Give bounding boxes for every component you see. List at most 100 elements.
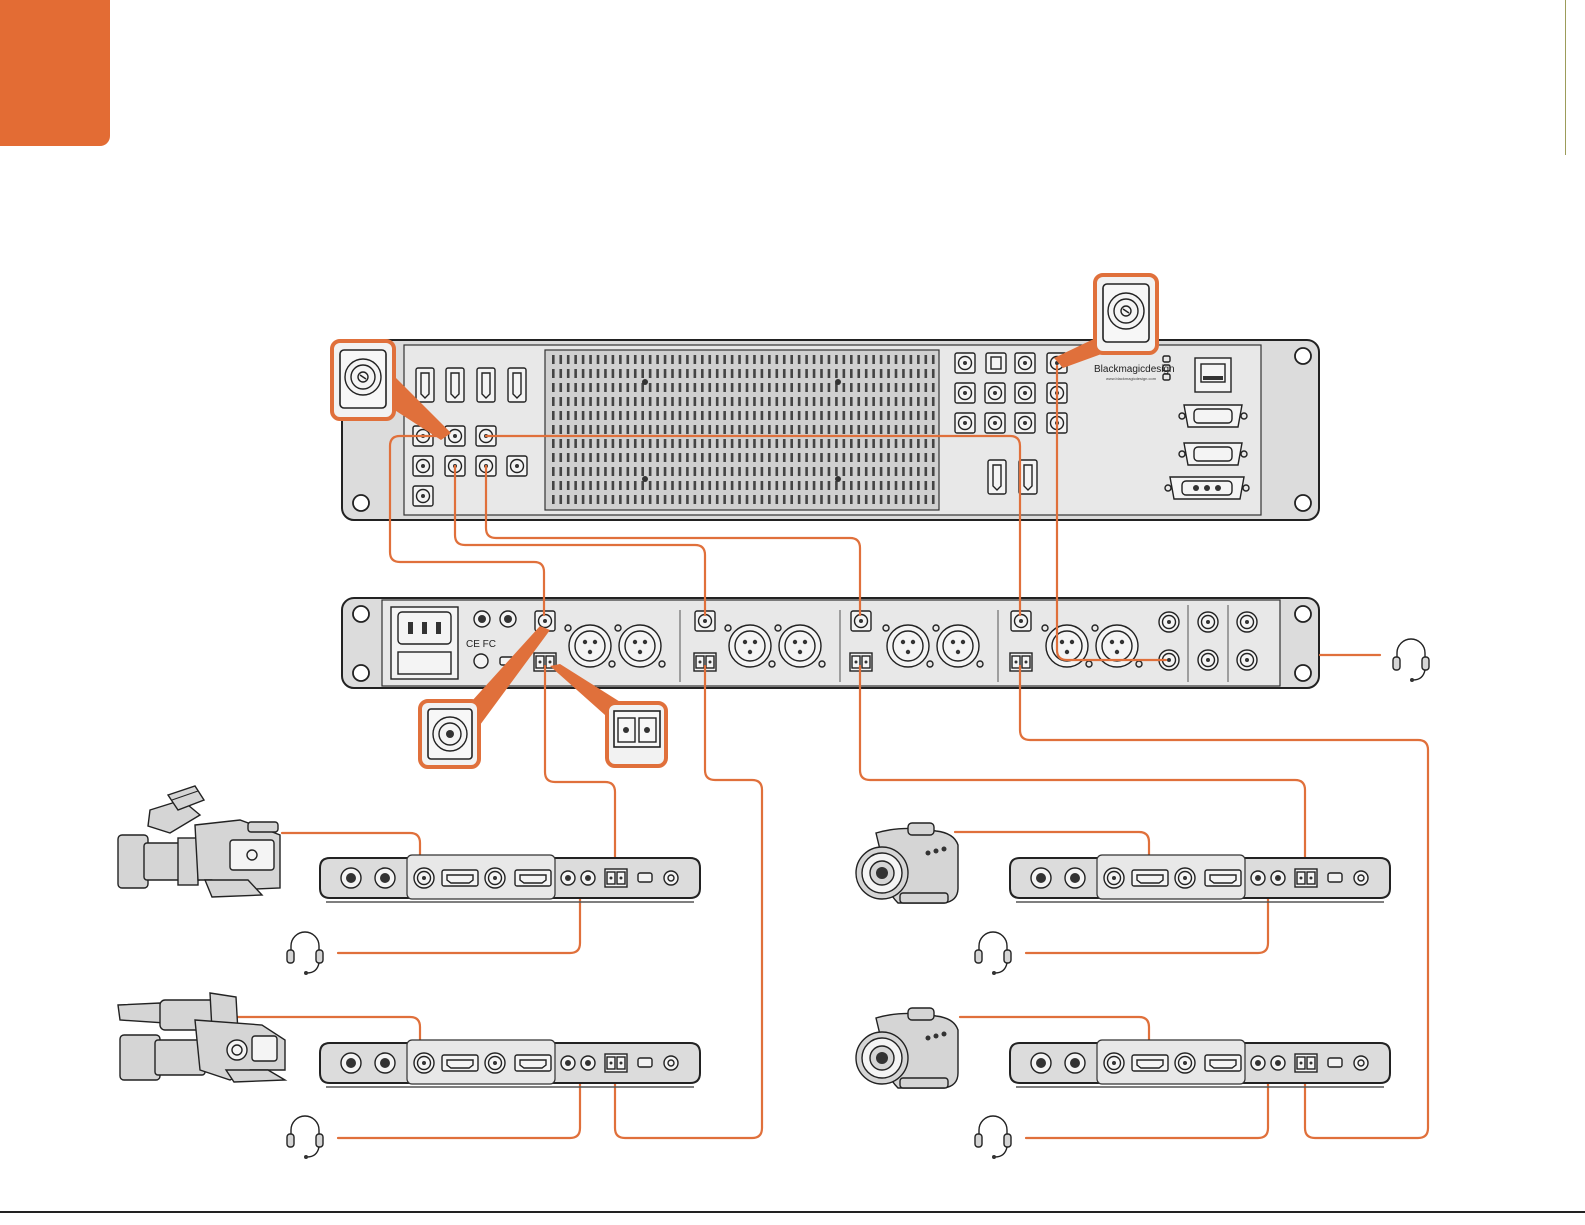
vent-slot bbox=[679, 467, 682, 476]
vent-slot bbox=[820, 369, 823, 378]
vent-slot bbox=[679, 355, 682, 364]
vent-slot bbox=[731, 383, 734, 392]
vent-slot bbox=[589, 425, 592, 434]
vent-slot bbox=[708, 383, 711, 392]
vent-slot bbox=[902, 481, 905, 490]
vent-slot bbox=[813, 397, 816, 406]
vent-slot bbox=[925, 369, 928, 378]
vent-slot bbox=[835, 355, 838, 364]
vent-slot bbox=[895, 495, 898, 504]
vent-slot bbox=[627, 495, 630, 504]
vent-slot bbox=[619, 425, 622, 434]
vent-slot bbox=[574, 369, 577, 378]
vent-slot bbox=[902, 495, 905, 504]
vent-slot bbox=[746, 355, 749, 364]
vent-slot bbox=[776, 453, 779, 462]
vent-slot bbox=[612, 453, 615, 462]
vent-slot bbox=[679, 425, 682, 434]
vent-slot bbox=[716, 453, 719, 462]
vent-slot bbox=[559, 383, 562, 392]
vent-slot bbox=[753, 439, 756, 448]
vent-slot bbox=[902, 383, 905, 392]
vent-slot bbox=[761, 467, 764, 476]
regulatory-marks: CE FC bbox=[466, 639, 496, 650]
vent-slot bbox=[656, 369, 659, 378]
vent-slot bbox=[805, 453, 808, 462]
vent-slot bbox=[708, 425, 711, 434]
vent-slot bbox=[857, 355, 860, 364]
vent-slot bbox=[850, 439, 853, 448]
vent-slot bbox=[932, 439, 935, 448]
vent-slot bbox=[932, 355, 935, 364]
vent-slot bbox=[694, 439, 697, 448]
vent-slot bbox=[634, 495, 637, 504]
vent-slot bbox=[917, 467, 920, 476]
vent-slot bbox=[902, 453, 905, 462]
vent-slot bbox=[865, 467, 868, 476]
vent-slot bbox=[850, 369, 853, 378]
vent-slot bbox=[589, 481, 592, 490]
vent-slot bbox=[649, 453, 652, 462]
vent-slot bbox=[589, 467, 592, 476]
vent-slot bbox=[768, 425, 771, 434]
vent-slot bbox=[649, 411, 652, 420]
camcorder-icon bbox=[856, 823, 958, 903]
vent-slot bbox=[820, 439, 823, 448]
vent-slot bbox=[723, 425, 726, 434]
vent-slot bbox=[634, 453, 637, 462]
vent-slot bbox=[701, 481, 704, 490]
vent-slot bbox=[917, 481, 920, 490]
vent-slot bbox=[828, 425, 831, 434]
vent-slot bbox=[694, 453, 697, 462]
vent-slot bbox=[820, 411, 823, 420]
vent-slot bbox=[843, 397, 846, 406]
vent-slot bbox=[664, 397, 667, 406]
vent-slot bbox=[708, 495, 711, 504]
vent-slot bbox=[843, 355, 846, 364]
vent-slot bbox=[783, 495, 786, 504]
vent-slot bbox=[731, 439, 734, 448]
vent-slot bbox=[828, 467, 831, 476]
vent-slot bbox=[835, 481, 838, 490]
vent-slot bbox=[805, 425, 808, 434]
brand-website: www.blackmagicdesign.com bbox=[1106, 376, 1157, 381]
vent-slot bbox=[656, 481, 659, 490]
vent-slot bbox=[798, 481, 801, 490]
headset-icon bbox=[287, 1116, 323, 1159]
vent-slot bbox=[783, 397, 786, 406]
vent-slot bbox=[805, 397, 808, 406]
studio-fiber-converter-rear-panel: CE FC bbox=[342, 598, 1319, 688]
vent-slot bbox=[850, 355, 853, 364]
vent-slot bbox=[671, 397, 674, 406]
vent-slot bbox=[731, 411, 734, 420]
vent-slot bbox=[582, 453, 585, 462]
vent-slot bbox=[574, 453, 577, 462]
vent-slot bbox=[612, 369, 615, 378]
vent-slot bbox=[694, 425, 697, 434]
vent-slot bbox=[589, 453, 592, 462]
vent-slot bbox=[694, 495, 697, 504]
vent-slot bbox=[932, 425, 935, 434]
vent-slot bbox=[917, 355, 920, 364]
vent-slot bbox=[805, 467, 808, 476]
vent-slot bbox=[671, 369, 674, 378]
vent-slot bbox=[753, 467, 756, 476]
vent-slot bbox=[761, 383, 764, 392]
vent-slot bbox=[865, 481, 868, 490]
vent-slot bbox=[686, 397, 689, 406]
vent-slot bbox=[887, 467, 890, 476]
vent-slot bbox=[783, 355, 786, 364]
vent-slot bbox=[701, 467, 704, 476]
vent-slot bbox=[619, 369, 622, 378]
vent-slot bbox=[902, 425, 905, 434]
vent-slot bbox=[686, 495, 689, 504]
vent-slot bbox=[776, 369, 779, 378]
vent-slot bbox=[723, 397, 726, 406]
vent-slot bbox=[671, 425, 674, 434]
vent-slot bbox=[567, 439, 570, 448]
vent-slot bbox=[664, 467, 667, 476]
vent-slot bbox=[790, 425, 793, 434]
vent-slot bbox=[731, 453, 734, 462]
vent-slot bbox=[813, 411, 816, 420]
vent-slot bbox=[820, 467, 823, 476]
